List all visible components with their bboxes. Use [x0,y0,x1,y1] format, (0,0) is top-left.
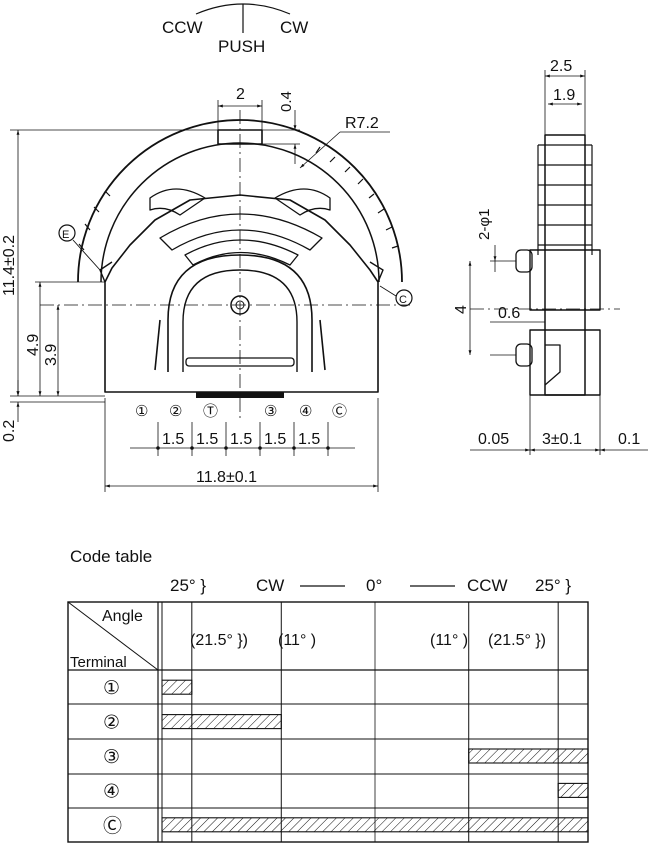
pitch-dot [258,446,262,450]
pin-label: Ⓒ [332,403,347,420]
sub-angle-215-left: (21.5° }) [190,632,248,649]
dim-line [299,131,341,169]
header-diagonal [67,601,159,671]
contact-on-bar [557,782,589,798]
dim-total-height: 11.4±0.2 [1,235,18,296]
terminal-label: ③ [103,747,120,768]
dim-side-3: 3±0.1 [542,431,582,448]
pin-label: ① [135,403,148,420]
contact-on-bar [161,817,589,833]
front-view: E C [40,110,413,420]
pitch-dot [326,446,330,450]
push-label: PUSH [218,37,265,56]
terminal-label: ② [103,713,120,734]
top-angle-25-right: 25° } [535,576,571,595]
left-ear [149,188,206,216]
side-body-upper [529,249,601,311]
top-cw-label: CW [256,576,284,595]
pin-label: ③ [264,403,277,420]
marker-e: E [62,229,69,241]
front-dimension-labels: 2 0.4 R7.2 11.4±0.2 4.9 3.9 0.2 11.8±0.1 [1,86,379,486]
housing-body [104,194,379,393]
rotation-direction-indicator: CCW CW PUSH [162,3,308,56]
code-table: Code table 25° } CW 0° CCW 25° } Angle T… [67,547,589,843]
dim-width: 11.8±0.1 [196,469,257,486]
side-latch [544,344,561,386]
slide-band-outer [159,213,323,251]
dim-side-4: 4 [453,305,470,314]
dim-h02: 0.2 [1,420,18,442]
dim-side-hole: 2-φ1 [476,209,493,240]
rotor-inner [182,269,298,372]
pitch-dot [224,446,228,450]
pin-label: ④ [299,403,312,420]
side-dimension-labels: 2.5 1.9 2-φ1 4 0.6 0.05 3±0.1 0.1 [453,58,640,448]
terminal-label: ④ [103,781,120,802]
right-ear [274,188,331,216]
pitch-dot [156,446,160,450]
contact-on-bar [468,748,589,764]
contact-on-bar [161,714,282,730]
knurl-teeth [78,146,399,251]
pitch-dot [292,446,296,450]
code-table-title: Code table [70,547,152,566]
pitch-label: 1.5 [162,431,184,448]
dim-radius: R7.2 [345,115,379,132]
marker-c-circle [395,289,413,307]
slide-band-inner [184,239,299,266]
marker-e-circle [58,224,76,242]
marker-c: C [399,294,407,306]
sub-angle-11-left: (11° ) [278,632,316,649]
dim-side-005: 0.05 [478,431,509,448]
pitch-label: 1.5 [196,431,218,448]
dim-top-width: 2 [236,86,245,103]
terminal-label: Ⓒ [103,815,122,837]
cw-label: CW [280,18,308,37]
pitch-label: 1.5 [298,431,320,448]
pitch-dot [190,446,194,450]
dim-side-25: 2.5 [550,58,572,75]
front-dimensions [10,100,390,492]
sub-angle-11-right: (11° ) [430,632,468,649]
contact-spring-left [154,319,161,371]
top-angle-25-left: 25° } [170,576,206,595]
dim-h39: 3.9 [43,344,60,366]
side-knob-ribs [537,144,593,255]
dim-h49: 4.9 [25,334,42,356]
terminal-base-strip [196,392,284,398]
ccw-label: CCW [162,18,203,37]
side-body-lower [529,329,601,396]
side-view [470,134,620,396]
angle-reference-lines [161,602,589,842]
contact-on-bar [161,679,193,695]
dim-side-06: 0.6 [498,305,520,322]
code-table-rows: ① ② ③ ④ Ⓒ [103,678,589,837]
pitch-label: 1.5 [230,431,252,448]
sub-angle-215-right: (21.5° }) [488,632,546,649]
top-zero-label: 0° [366,576,382,595]
pin-row: ① ② Ⓣ ③ ④ Ⓒ 1.5 1.5 1.5 1.5 1.5 [135,403,347,456]
contact-spring-right [319,319,326,371]
pitch-label: 1.5 [264,431,286,448]
dim-side-19: 1.9 [553,87,575,104]
side-knob-body [544,134,586,396]
right-hook [369,261,384,283]
marker-e-leader [72,239,101,271]
top-ccw-label: CCW [467,576,508,595]
dim-side-01: 0.1 [618,431,640,448]
pin-label: Ⓣ [203,403,218,420]
pin-label: ② [169,403,182,420]
angle-header-label: Angle [102,608,143,625]
terminal-label: ① [103,678,120,699]
marker-c-leader [379,285,397,297]
dim-top-gap: 0.4 [278,91,295,112]
terminal-header-label: Terminal [70,654,127,671]
side-dimensions [468,70,648,455]
